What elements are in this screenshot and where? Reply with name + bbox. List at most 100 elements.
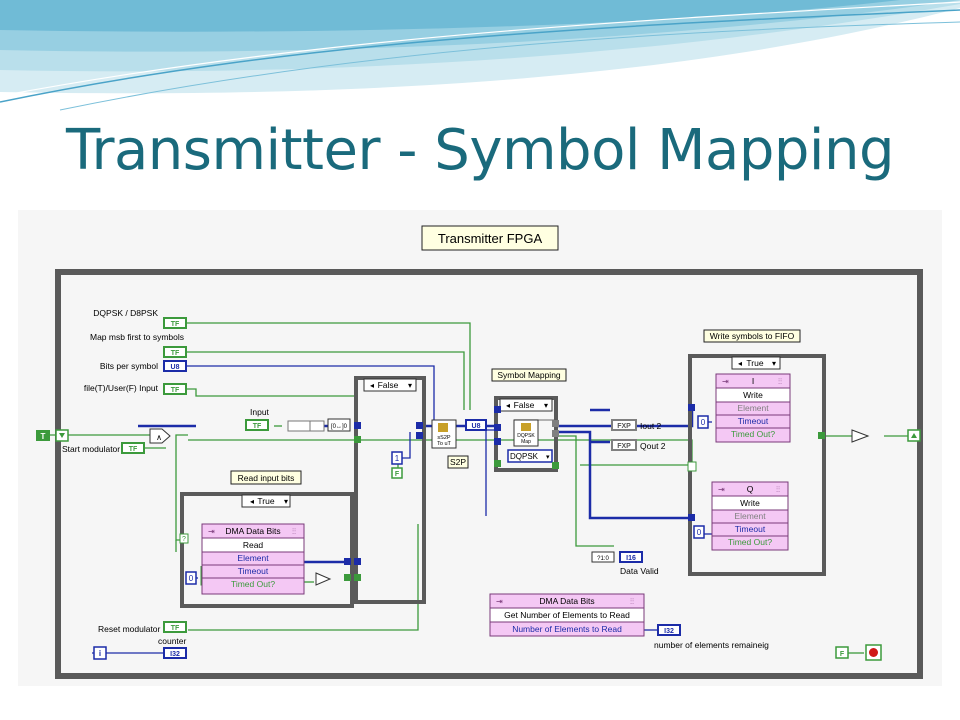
svg-text:Timeout: Timeout — [238, 566, 269, 576]
case-selector-false-1[interactable]: ◂ False ▾ — [363, 378, 417, 392]
svg-text:Input: Input — [250, 407, 270, 417]
fifo-q-node: ⇥ Q ⫶⫶ Write Element Timeout Timed Out? — [711, 481, 789, 551]
u8-indicator: U8 — [465, 419, 487, 431]
svg-text:∧: ∧ — [156, 433, 162, 442]
and-node: ∧ — [149, 428, 171, 444]
svg-text:0: 0 — [701, 418, 706, 427]
svg-text:▾: ▾ — [284, 497, 288, 506]
svg-text:Start modulator: Start modulator — [62, 444, 120, 454]
case-selector-true-2[interactable]: ◂ True ▾ — [731, 356, 781, 370]
svg-text:⫶⫶: ⫶⫶ — [776, 485, 780, 494]
svg-text:FXP: FXP — [617, 423, 631, 430]
svg-text:DQPSK / D8PSK: DQPSK / D8PSK — [93, 308, 158, 318]
svg-text:T: T — [41, 432, 46, 441]
dqpsk-ring-constant[interactable]: DQPSK ▾ — [507, 449, 553, 463]
svg-text:U8: U8 — [171, 364, 180, 371]
svg-text:DMA Data Bits: DMA Data Bits — [539, 596, 594, 606]
svg-text:▾: ▾ — [546, 454, 550, 461]
tunnel-green-1 — [344, 574, 351, 581]
case-selector-true-1[interactable]: ◂ True ▾ — [241, 494, 291, 508]
control-reset-modulator[interactable]: Reset modulator TF — [98, 621, 187, 634]
svg-text:FXP: FXP — [617, 443, 631, 450]
stop-condition: F — [835, 644, 882, 661]
control-bits-per-symbol[interactable]: Bits per symbol U8 — [100, 360, 187, 372]
svg-text:Timed Out?: Timed Out? — [231, 579, 275, 589]
svg-text:Map: Map — [521, 439, 531, 445]
svg-text:Write: Write — [743, 390, 763, 400]
svg-text:number of elements remaineig: number of elements remaineig — [654, 640, 769, 650]
svg-text:TF: TF — [129, 446, 138, 453]
svg-text:▾: ▾ — [544, 401, 548, 410]
svg-text:Write symbols to FIFO: Write symbols to FIFO — [710, 331, 795, 341]
svg-text:False: False — [514, 400, 535, 410]
svg-text:?1:0: ?1:0 — [597, 556, 609, 562]
svg-text:U8: U8 — [472, 423, 481, 430]
symbol-mapping-label: Symbol Mapping — [491, 368, 567, 382]
dqpsk-map-subvi[interactable]: DQPSK Map — [513, 419, 539, 447]
svg-text:Symbol Mapping: Symbol Mapping — [497, 370, 561, 380]
dma-get-node: ⇥ DMA Data Bits ⫶⫶ Get Number of Element… — [489, 593, 645, 637]
tunnel-fxp-1 — [552, 420, 559, 427]
tunnel-blue-2 — [354, 422, 361, 429]
svg-text:Timeout: Timeout — [738, 416, 769, 426]
svg-text:Map msb first to symbols: Map msb first to symbols — [90, 332, 184, 342]
bool-to-int-node: [0↔]0 — [287, 418, 351, 432]
svg-text:i: i — [99, 649, 101, 658]
timeout-constant-1: 0 — [185, 571, 197, 585]
control-input[interactable]: Input TF — [245, 407, 270, 431]
case-selector-marker-2 — [687, 461, 697, 472]
svg-text:⇥: ⇥ — [722, 377, 729, 386]
svg-text:file(T)/User(F) Input: file(T)/User(F) Input — [84, 383, 159, 393]
svg-text:◂: ◂ — [250, 497, 254, 506]
shift-register-left: T — [36, 429, 69, 442]
svg-text:Read input bits: Read input bits — [238, 473, 295, 483]
read-input-bits-label: Read input bits — [230, 470, 302, 485]
iteration-terminal: i — [93, 646, 107, 660]
svg-text:False: False — [378, 380, 399, 390]
svg-text:Iout 2: Iout 2 — [640, 421, 662, 431]
svg-text:S2P: S2P — [450, 457, 466, 467]
tunnel-blue-9 — [688, 404, 695, 411]
tunnel-blue-7 — [494, 424, 501, 431]
svg-text:DQPSK: DQPSK — [510, 452, 539, 461]
svg-text:Data Valid: Data Valid — [620, 566, 659, 576]
case-read-input-bits — [180, 492, 354, 608]
svg-text:Timeout: Timeout — [735, 524, 766, 534]
svg-text:F: F — [395, 471, 400, 478]
control-map-msb[interactable]: Map msb first to symbols TF — [90, 332, 187, 358]
svg-text:TF: TF — [171, 625, 180, 632]
svg-text:Get Number of Elements to Read: Get Number of Elements to Read — [504, 610, 630, 620]
tunnel-fxp-2 — [552, 430, 559, 437]
svg-text:Bits per symbol: Bits per symbol — [100, 361, 158, 371]
control-file-user-input[interactable]: file(T)/User(F) Input TF — [84, 383, 187, 395]
case-selector-marker-1: ? — [179, 533, 189, 544]
tunnel-blue-10 — [688, 514, 695, 521]
shift-register-right — [907, 429, 921, 442]
svg-text:Timed Out?: Timed Out? — [731, 429, 775, 439]
svg-text:◂: ◂ — [738, 359, 742, 368]
svg-text:◂: ◂ — [370, 381, 374, 390]
svg-text:⇥: ⇥ — [718, 485, 725, 494]
svg-text:I: I — [752, 376, 754, 386]
tunnel-blue-4 — [416, 422, 423, 429]
svg-text:▾: ▾ — [408, 381, 412, 390]
control-dqpsk[interactable]: DQPSK / D8PSK TF — [93, 308, 187, 329]
case-selector-false-2[interactable]: ◂ False ▾ — [499, 398, 553, 412]
not-node-1 — [315, 572, 332, 586]
svg-text:TF: TF — [171, 350, 180, 357]
svg-text:TF: TF — [171, 387, 180, 394]
slide-title: Transmitter - Symbol Mapping — [65, 118, 895, 183]
slide-background — [0, 0, 960, 120]
iout-indicator: FXP Iout 2 — [611, 419, 662, 431]
s2p-subvi[interactable]: sS2P To uT — [431, 419, 457, 449]
diagram-title-label: Transmitter FPGA — [421, 225, 559, 251]
svg-text:Qout 2: Qout 2 — [640, 441, 666, 451]
elements-remaining-indicator: I32 number of elements remaineig — [654, 624, 769, 650]
tunnel-green-3 — [354, 574, 361, 581]
svg-text:▾: ▾ — [772, 359, 776, 368]
control-start-modulator[interactable]: Start modulator TF — [62, 442, 145, 454]
svg-text:DMA Data Bits: DMA Data Bits — [225, 526, 280, 536]
svg-text:True: True — [257, 496, 274, 506]
svg-text:Write: Write — [740, 498, 760, 508]
tunnel-blue-8 — [494, 438, 501, 445]
